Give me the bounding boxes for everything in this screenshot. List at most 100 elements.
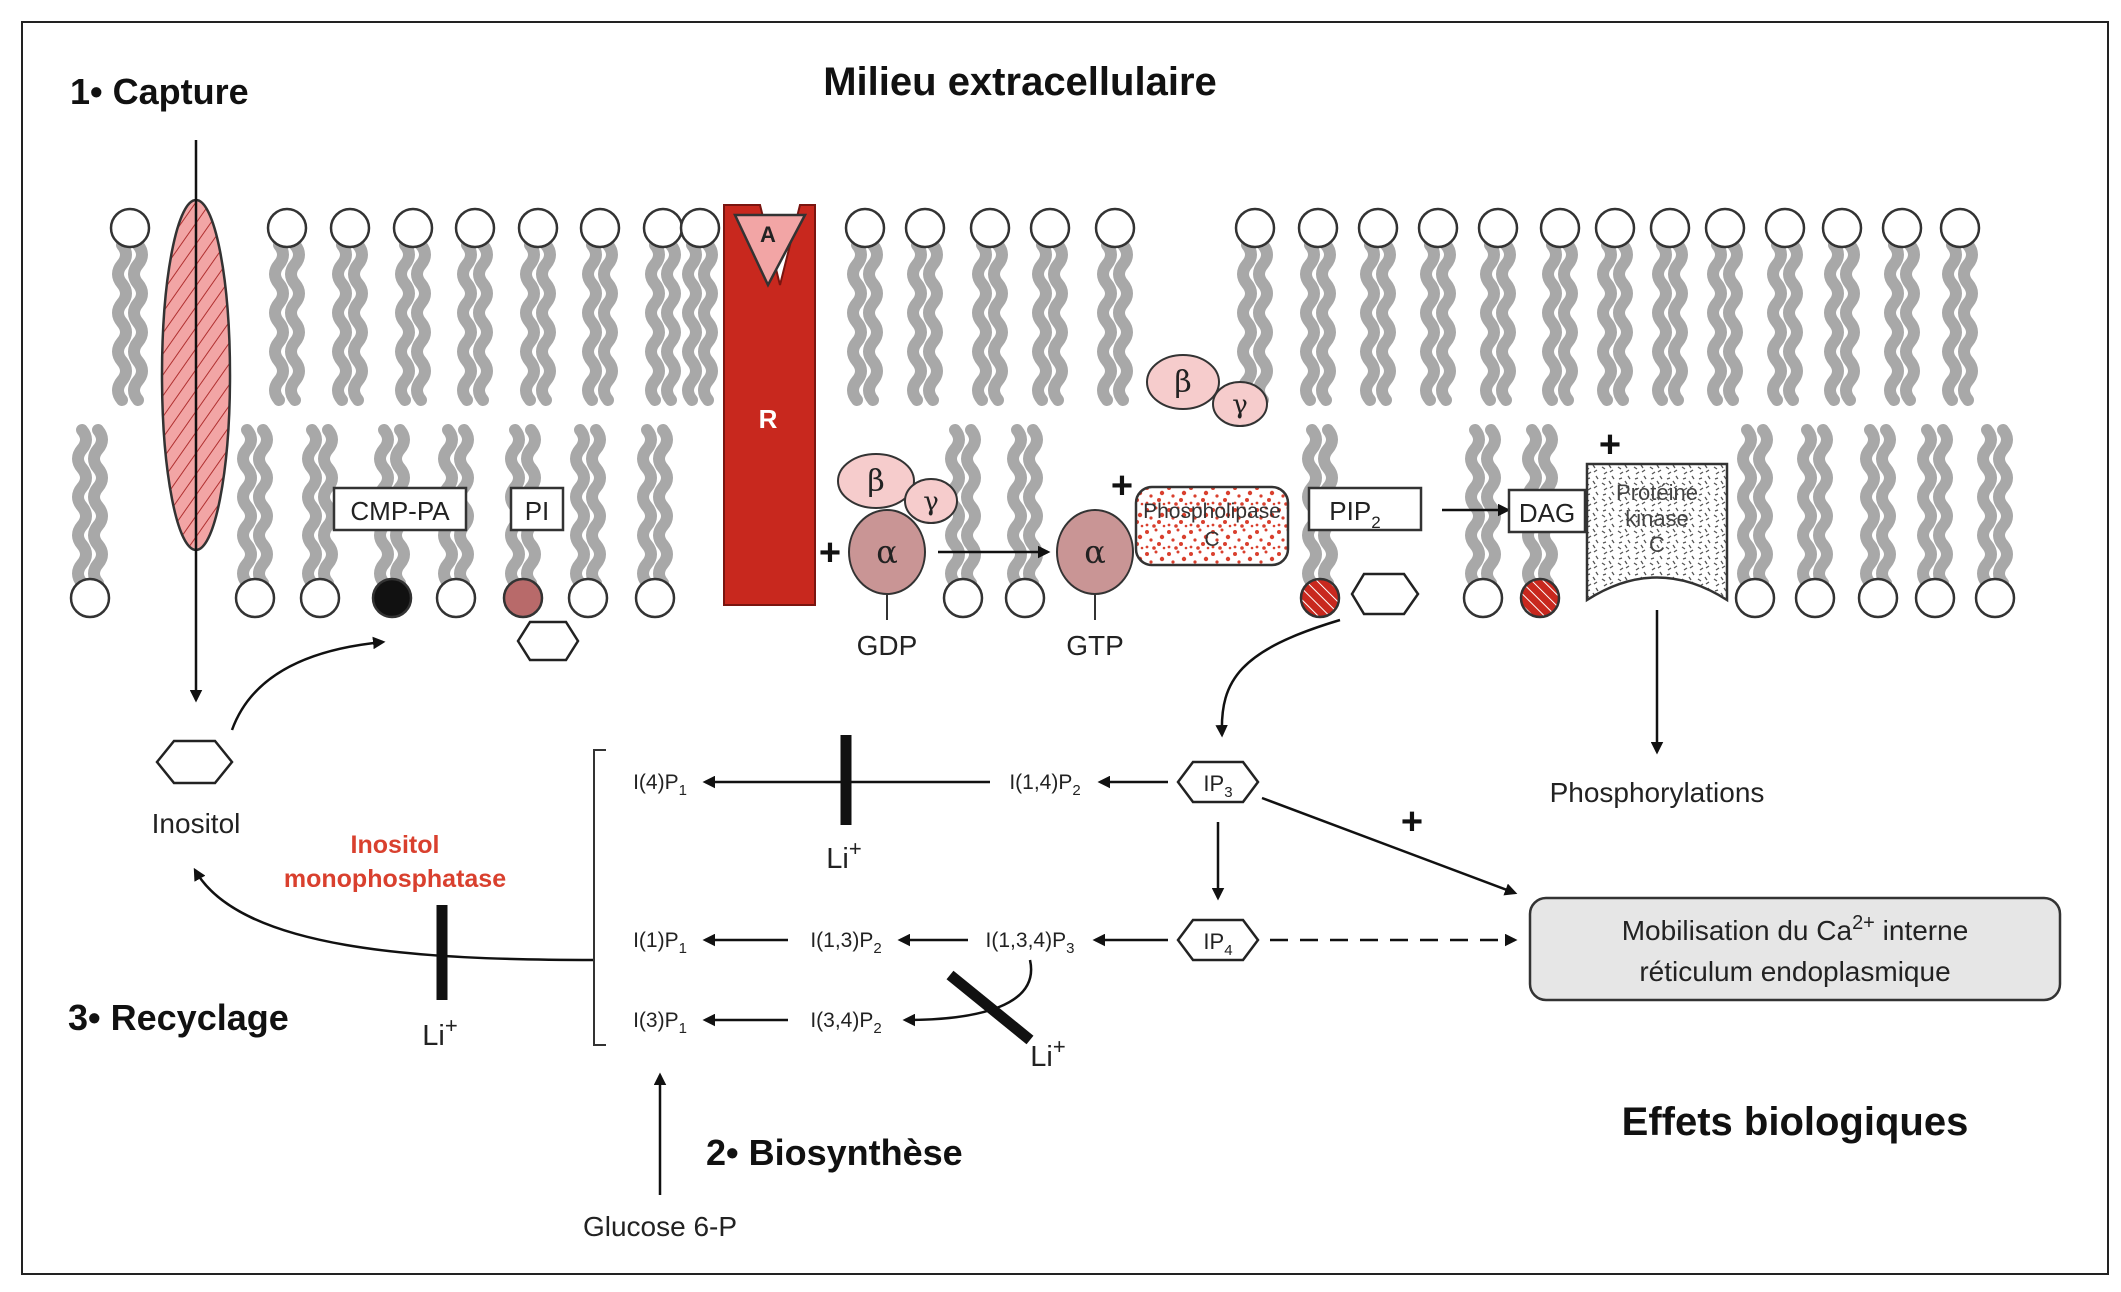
pip2-inositol-hexagon (1350, 572, 1420, 616)
lipid-upper (1297, 207, 1339, 406)
i34p2-label: I(3,4)P2 (810, 1009, 881, 1037)
receptor-label: R (759, 404, 778, 434)
g-beta-gdp-label: β (867, 464, 884, 499)
i134p3-label: I(1,3,4)P3 (986, 929, 1075, 957)
lipid-upper (1234, 207, 1276, 406)
protein-kinase-c (1585, 462, 1729, 603)
g-alpha-gtp-label: α (1084, 533, 1106, 571)
title-biosynthese: 2• Biosynthèse (706, 1132, 963, 1173)
g-gamma-gdp-label: γ (923, 487, 939, 517)
agonist-label: A (760, 222, 776, 247)
li-row3: Li+ (1030, 1034, 1065, 1073)
lipid-lower (234, 424, 276, 619)
phospholipase-label: Phospholipase (1143, 500, 1281, 523)
lipid-upper (517, 207, 559, 406)
g-gamma-gdp (904, 478, 958, 524)
lipid-upper (1764, 207, 1806, 406)
i4p1-label: I(4)P1 (633, 771, 687, 799)
lipid-upper (266, 207, 308, 406)
lipid-upper (844, 207, 886, 406)
dag-box (1507, 488, 1587, 534)
pi-label: PI (525, 496, 550, 526)
i13p2-label: I(1,3)P2 (810, 929, 881, 957)
i1p1-label: I(1)P1 (633, 929, 687, 957)
plus-ca: + (1401, 801, 1423, 843)
enzyme-label-1: Inositol (351, 831, 440, 859)
g-beta-top-label: β (1174, 365, 1191, 400)
pkc-label-3: C (1649, 532, 1665, 557)
lipid-upper (1539, 207, 1581, 406)
pip2-label: PIP2 (1329, 496, 1380, 532)
title-effets: Effets biologiques (1622, 1100, 1969, 1144)
g-gamma-top (1212, 381, 1268, 427)
title-extracellular: Milieu extracellulaire (823, 60, 1217, 104)
cmp-pa-box (332, 486, 468, 532)
g-gamma-top-label: γ (1232, 390, 1248, 420)
lipid-upper (454, 207, 496, 406)
lipid-lower (942, 424, 984, 619)
i14p2-label: I(1,4)P2 (1009, 771, 1080, 799)
lipid-lower (567, 424, 609, 619)
lipid-upper (679, 207, 721, 406)
phosphorylations-label: Phosphorylations (1550, 777, 1765, 808)
g-beta-top (1146, 354, 1220, 410)
calcium-box (1528, 896, 2062, 1002)
g-alpha-gdp-label: α (876, 533, 898, 571)
g-beta-gdp (837, 453, 915, 509)
lipid-upper (1029, 207, 1071, 406)
title-recyclage: 3• Recyclage (68, 997, 289, 1038)
li-recyclage: Li+ (422, 1013, 457, 1052)
cmp-pa-label: CMP-PA (350, 496, 450, 526)
figure-frame (21, 21, 2109, 1275)
pkc-label-2: kinase (1625, 506, 1689, 531)
phospholipase-c (1134, 485, 1290, 567)
lipid-upper (392, 207, 434, 406)
lipid-bilayer (69, 207, 2016, 619)
lipid-upper (109, 207, 151, 406)
lipid-upper (1939, 207, 1981, 406)
gdp-label: GDP (857, 630, 918, 661)
ip3-hexagon (1176, 760, 1260, 804)
phospholipase-c-label: C (1204, 528, 1219, 551)
lipid-upper (329, 207, 371, 406)
lipid-lower (1914, 424, 1956, 619)
inositol-label: Inositol (152, 808, 241, 839)
plus-plc: + (1111, 465, 1133, 507)
lipid-lower (1974, 424, 2016, 619)
lipid-upper (1417, 207, 1459, 406)
lipid-upper (1094, 207, 1136, 406)
li-row1: Li+ (826, 836, 861, 875)
i3p1-label: I(3)P1 (633, 1009, 687, 1037)
lipid-upper (969, 207, 1011, 406)
lipid-upper (904, 207, 946, 406)
lipid-upper (1477, 207, 1519, 406)
lipid-lower (634, 424, 676, 619)
pi-inositol-hexagon (516, 620, 580, 662)
lipid-upper (579, 207, 621, 406)
lipid-lower (1462, 424, 1504, 619)
lipid-upper (1357, 207, 1399, 406)
lipid-upper (642, 207, 684, 406)
lipid-upper (1821, 207, 1863, 406)
plus-gdp: + (819, 532, 841, 574)
lipid-lower (1794, 424, 1836, 619)
lipid-upper (1594, 207, 1636, 406)
glucose-label: Glucose 6-P (583, 1211, 737, 1242)
lipid-upper (1881, 207, 1923, 406)
inositol-transporter (160, 140, 232, 703)
calcium-line-1: Mobilisation du Ca2+ interne (1622, 912, 1969, 946)
lipid-lower (69, 424, 111, 619)
pip2-box (1307, 486, 1423, 532)
ip4-hexagon (1176, 918, 1260, 962)
title-capture: 1• Capture (70, 71, 249, 112)
gtp-label: GTP (1066, 630, 1124, 661)
lipid-lower (1734, 424, 1776, 619)
pi-box (509, 486, 565, 532)
receptor (723, 204, 816, 606)
lipid-lower (299, 424, 341, 619)
ip3-label: IP3 (1203, 771, 1232, 801)
lipid-lower (1857, 424, 1899, 619)
pkc-label-1: Protéine (1616, 480, 1698, 505)
inositol-hexagon (155, 739, 234, 785)
